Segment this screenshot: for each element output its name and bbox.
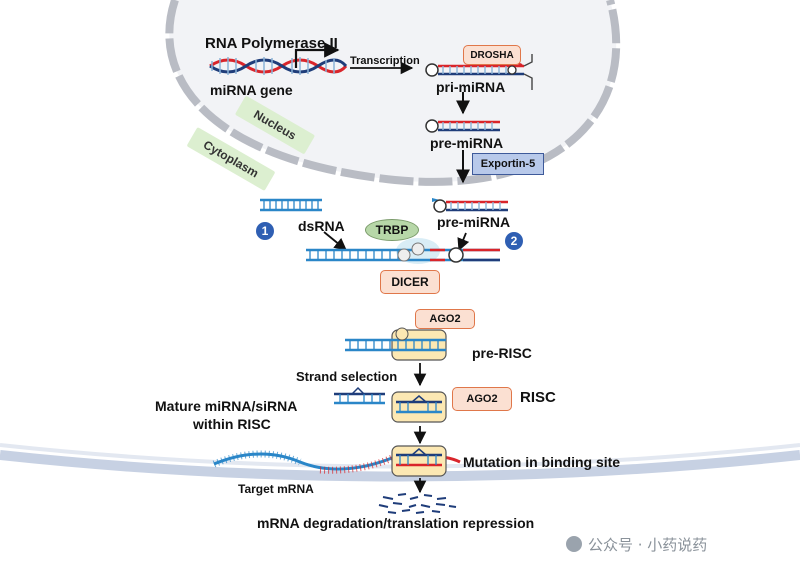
ago2-box-1: AGO2 <box>415 309 475 329</box>
dicer-complex-rna <box>306 238 500 264</box>
watermark: 公众号 · 小药说药 <box>588 536 708 554</box>
pre-mirna-nuclear <box>425 119 500 133</box>
dsrna-label: dsRNA <box>298 218 345 234</box>
degradation-label: mRNA degradation/translation repression <box>257 515 535 531</box>
mutation-label: Mutation in binding site <box>463 454 621 470</box>
risc-complex <box>391 391 447 423</box>
degraded-fragments <box>378 493 457 514</box>
pre-risc-label: pre-RISC <box>472 345 532 361</box>
step-2-badge: 2 <box>505 232 523 250</box>
ago2-box-2: AGO2 <box>452 387 512 411</box>
target-mrna-label: Target mRNA <box>238 482 314 496</box>
pre-mirna-cytoplasm-label: pre-miRNA <box>437 214 511 230</box>
strand-selection-label: Strand selection <box>296 369 398 384</box>
gene-label: miRNA gene <box>210 82 293 98</box>
exportin-box: Exportin-5 <box>472 153 544 175</box>
mature-label-line1: Mature miRNA/siRNA <box>155 398 298 414</box>
step-1-badge: 1 <box>256 222 274 240</box>
mature-label-line2: within RISC <box>193 416 271 432</box>
pre-mirna-label: pre-miRNA <box>430 135 504 151</box>
polymerase-label: RNA Polymerase II <box>205 35 338 52</box>
risc-label: RISC <box>520 389 556 406</box>
dna-helix <box>209 57 348 75</box>
transcription-label: Transcription <box>350 55 420 67</box>
dicer-box: DICER <box>380 270 440 294</box>
drosha-box: DROSHA <box>463 45 521 65</box>
pre-mirna-cytoplasm <box>432 198 508 213</box>
pri-mirna-molecule <box>425 54 533 90</box>
wechat-icon <box>566 536 582 552</box>
mature-strand <box>334 386 385 405</box>
dsrna-molecule <box>260 198 322 212</box>
pri-mirna-label: pri-miRNA <box>436 79 506 95</box>
pre-risc-complex <box>345 327 447 361</box>
trbp-oval: TRBP <box>365 219 419 241</box>
target-mrna <box>212 445 461 477</box>
